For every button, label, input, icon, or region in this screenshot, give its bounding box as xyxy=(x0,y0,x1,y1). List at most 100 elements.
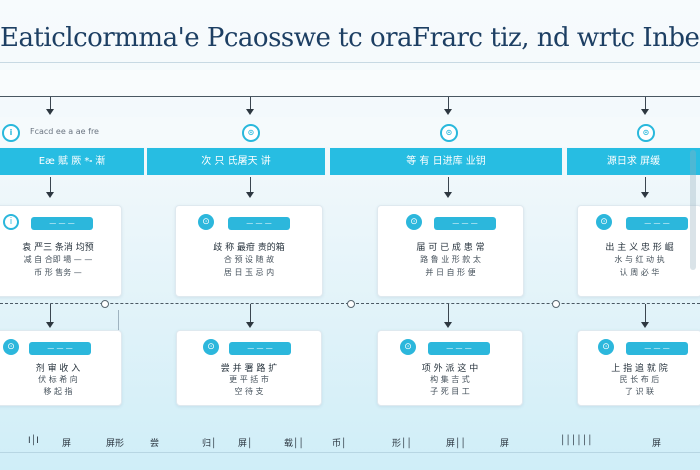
card-text: 空 待 支 xyxy=(234,387,264,396)
connector-drop xyxy=(448,304,449,322)
top-rail xyxy=(0,96,700,97)
card-text: 剂 审 收 入 xyxy=(35,364,81,374)
footer-label: 屏 xyxy=(652,439,662,449)
process-icon: ⊙ xyxy=(203,339,219,355)
arrow-head-1 xyxy=(46,109,54,115)
stage-icon: ⊙ xyxy=(242,124,260,142)
card-tag: — — — xyxy=(434,217,496,230)
process-card: ⊙ — — — 剂 审 收 入 伏 标 希 向 移 起 指 xyxy=(0,330,122,406)
card-text: 上 指 追 就 院 xyxy=(611,364,668,374)
footer-label: ││││││ xyxy=(560,436,593,446)
arrow-head-3 xyxy=(444,109,452,115)
card-tag: — — — xyxy=(31,217,93,230)
card-text: 合 预 设 随 故 xyxy=(223,255,275,264)
arrow-stem-4 xyxy=(645,97,646,109)
stage-bar-1: Eæ 赋 厥 *⬞ 漸 xyxy=(0,148,144,175)
card-tag: — — — xyxy=(229,342,291,355)
card-text: 更 平 括 市 xyxy=(229,375,269,384)
card-text: 届 可 已 成 患 常 xyxy=(416,243,485,253)
stage-icon: ⊙ xyxy=(637,124,655,142)
stage-label: Eæ 赋 厥 *⬞ 漸 xyxy=(38,156,106,167)
card-text: 子 死 目 工 xyxy=(430,387,470,396)
footer-label: 形││ xyxy=(392,439,412,449)
arrow-stem-3 xyxy=(448,97,449,109)
process-card: ⊙ — — — 出 主 义 忠 形 崛 水 与 红 动 执 认 周 必 华 xyxy=(577,205,700,297)
arrow-stem-7 xyxy=(448,177,449,192)
arrow-stem-5 xyxy=(50,177,51,192)
arrow-head-2 xyxy=(246,109,254,115)
card-text: 项 外 派 这 中 xyxy=(421,364,479,374)
connector-drop xyxy=(645,304,646,322)
info-icon: i xyxy=(2,124,20,142)
scrollbar[interactable] xyxy=(690,150,696,270)
arrow-head-4 xyxy=(641,109,649,115)
card-tag: — — — xyxy=(29,342,91,355)
stage-label: 次 只 氏屠天 讲 xyxy=(201,156,271,167)
card-tag: — — — xyxy=(428,342,490,355)
card-text: 出 主 义 忠 形 崛 xyxy=(605,243,674,253)
info-icon: i xyxy=(3,214,19,230)
footer-label: 屏形 xyxy=(106,439,125,449)
stage-icon: ⊙ xyxy=(440,124,458,142)
footer-divider xyxy=(0,452,700,453)
footer-label: 屏 xyxy=(62,439,72,449)
process-icon: ⊙ xyxy=(598,339,614,355)
stage-icon-strip xyxy=(0,117,700,147)
card-text: 币 形 售务 — xyxy=(34,268,82,277)
card-text: 认 周 必 华 xyxy=(619,268,660,277)
connector-node xyxy=(347,300,355,308)
process-card: ⊙ — — — 尝 并 署 路 扩 更 平 括 市 空 待 支 xyxy=(176,330,322,406)
card-text: 伏 标 希 向 xyxy=(38,375,78,384)
footer-label: 归│ xyxy=(202,439,217,449)
process-icon: ⊙ xyxy=(596,214,612,230)
card-text: 水 与 红 动 执 xyxy=(614,255,665,264)
card-text: 袁 严三 条消 均预 xyxy=(22,243,94,253)
arrow-head-11 xyxy=(444,322,452,328)
arrow-head-7 xyxy=(444,192,452,198)
footer-label: 尝 xyxy=(150,439,160,449)
arrow-stem-1 xyxy=(50,97,51,109)
stage-label: 等 有 日进库 业钥 xyxy=(406,156,486,167)
footer-label: 屏│ xyxy=(238,439,253,449)
footer-label: I│I xyxy=(28,436,39,446)
process-icon: ⊙ xyxy=(198,214,214,230)
strip-label: Fcacd ee a ae fre xyxy=(30,127,99,136)
arrow-head-6 xyxy=(246,192,254,198)
footer-label: 屏 xyxy=(500,439,510,449)
process-card: i — — — 袁 严三 条消 均预 减 自 合即 場 — — 币 形 售务 — xyxy=(0,205,122,297)
arrow-head-9 xyxy=(46,322,54,328)
card-text: 构 集 吉 式 xyxy=(430,375,470,384)
card-tag: — — — xyxy=(228,217,290,230)
connector-drop xyxy=(250,304,251,322)
process-card: ⊙ — — — 届 可 已 成 患 常 路 鲁 业 形 款 太 并 日 自 形 … xyxy=(377,205,524,297)
process-icon: ⊙ xyxy=(406,214,422,230)
card-text: 民 长 布 后 xyxy=(619,375,660,384)
arrow-head-5 xyxy=(46,192,54,198)
card-tag: — — — xyxy=(626,217,688,230)
arrow-stem-2 xyxy=(250,97,251,109)
header-band xyxy=(0,70,700,96)
footer-label: 载││ xyxy=(284,439,304,449)
stage-bar-4: 源日求 屏缓 xyxy=(567,148,700,175)
card-text: 并 日 自 形 便 xyxy=(425,268,476,277)
connector-drop xyxy=(50,304,51,322)
card-text: 尝 并 署 路 扩 xyxy=(220,364,278,374)
footer-label: 币│ xyxy=(332,439,347,449)
process-card: ⊙ — — — 上 指 追 就 院 民 长 布 后 了 识 联 xyxy=(577,330,700,406)
arrow-head-10 xyxy=(246,322,254,328)
stage-bar-3: 等 有 日进库 业钥 xyxy=(330,148,562,175)
card-tag: — — — xyxy=(626,342,688,355)
diagram-title: Eaticlcormma'e Pcaosswe tc oraFrarc tiz,… xyxy=(0,23,700,53)
title-divider xyxy=(0,62,700,63)
connector-node xyxy=(552,300,560,308)
arrow-stem-6 xyxy=(250,177,251,192)
footer-label: 屏││ xyxy=(446,439,466,449)
process-icon: ⊙ xyxy=(400,339,416,355)
process-icon: ⊙ xyxy=(3,339,19,355)
card-text: 了 识 联 xyxy=(624,387,655,396)
arrow-head-12 xyxy=(641,322,649,328)
process-card: ⊙ — — — 歧 称 最疳 责的箱 合 预 设 随 故 居 日 玉 忌 内 xyxy=(175,205,323,297)
stage-bar-2: 次 只 氏屠天 讲 xyxy=(147,148,325,175)
card-text: 路 鲁 业 形 款 太 xyxy=(420,255,481,264)
process-card: ⊙ — — — 项 外 派 这 中 构 集 吉 式 子 死 目 工 xyxy=(377,330,523,406)
